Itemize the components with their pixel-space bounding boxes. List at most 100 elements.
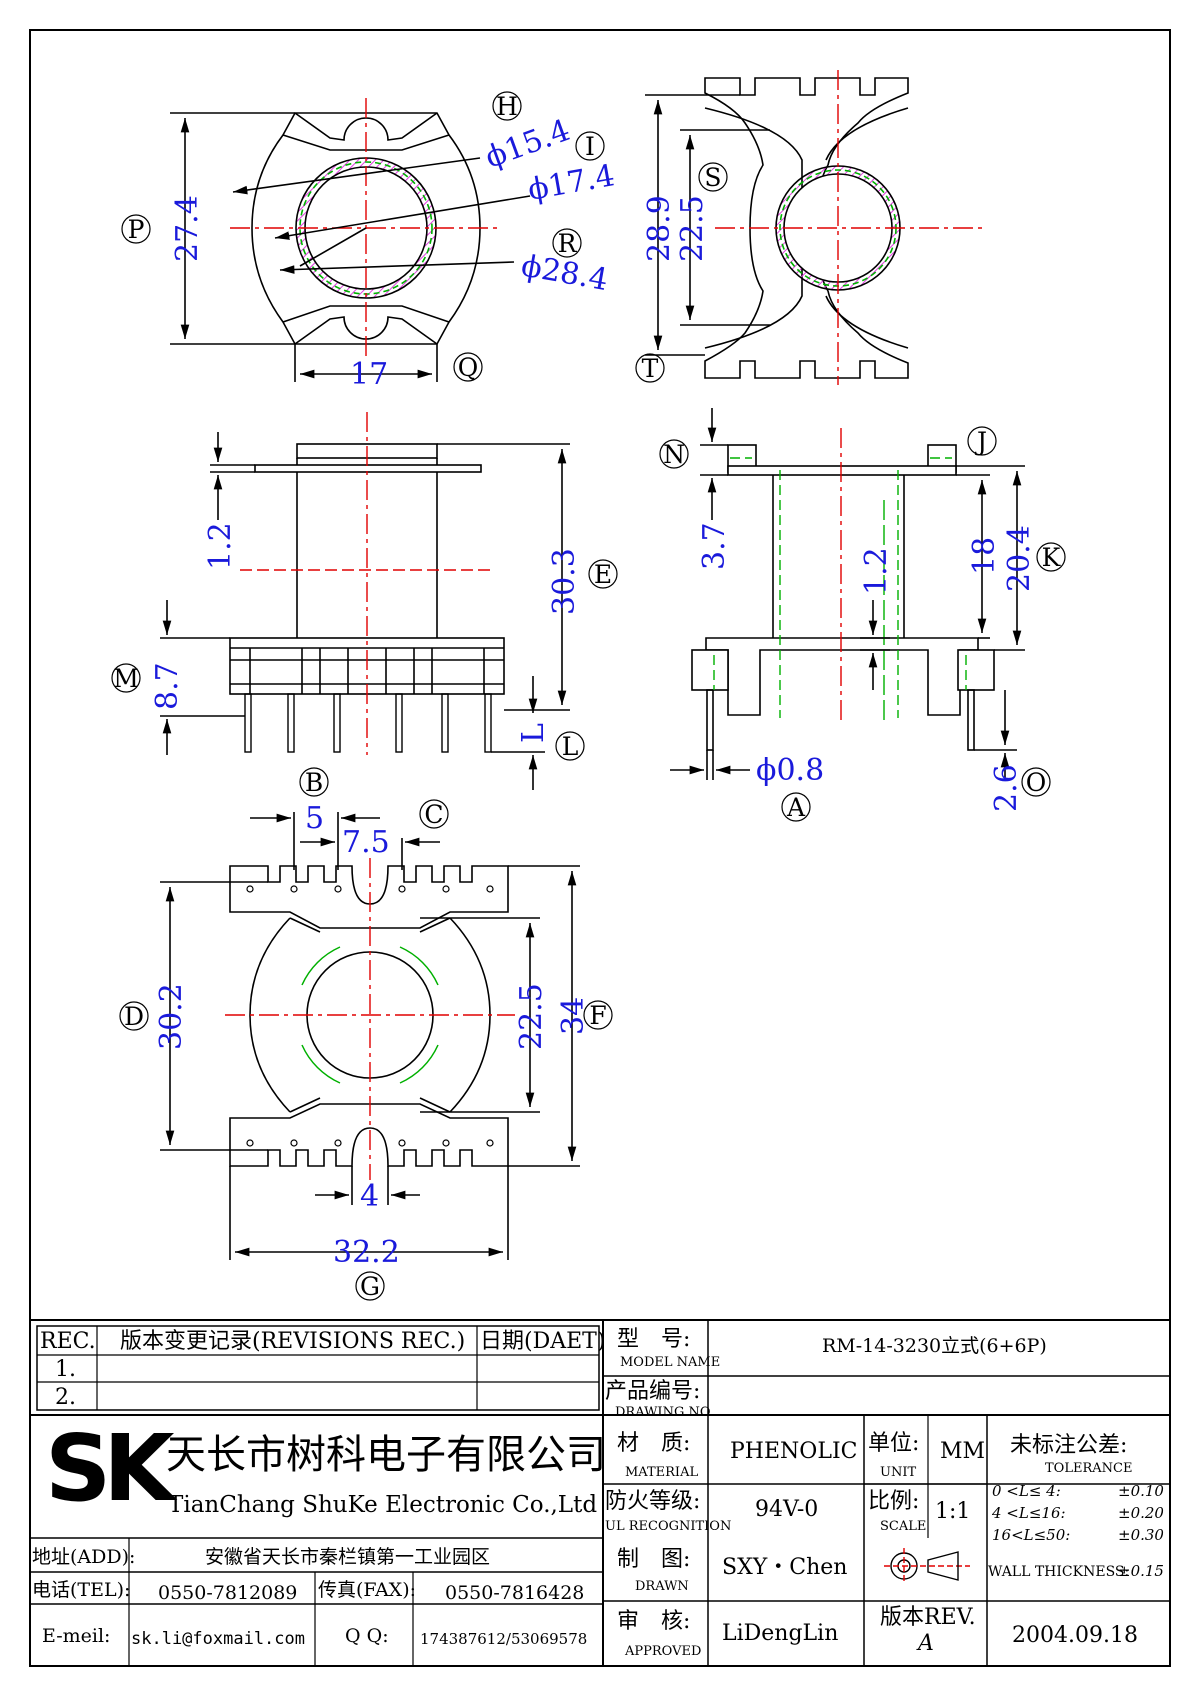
rev-row-2: 2.: [55, 1385, 76, 1410]
tolerance-cn: 未标注公差:: [1010, 1433, 1127, 1458]
dim-20-4: 20.4: [1002, 525, 1037, 592]
rev-header-date: 日期(DAET): [480, 1329, 605, 1354]
tel-label: 电话(TEL):: [32, 1579, 130, 1601]
callout-G: G: [355, 1271, 385, 1301]
dim-4: 4: [360, 1179, 379, 1214]
svg-text:B: B: [305, 768, 323, 797]
dim-34: 34: [556, 997, 591, 1035]
callout-J: J: [967, 426, 997, 456]
svg-text:N: N: [663, 440, 685, 469]
callout-Q: Q: [453, 352, 483, 382]
dim-2-6: 2.6: [989, 764, 1024, 812]
company-logo: SK: [45, 1415, 178, 1522]
svg-text:L: L: [562, 732, 579, 761]
tol-range-3: 16<L≤50:: [992, 1526, 1070, 1544]
tel-value: 0550-7812089: [158, 1582, 297, 1604]
approved-cn: 审 核:: [617, 1609, 690, 1634]
date-value: 2004.09.18: [1012, 1623, 1138, 1648]
dim-22-5-bottom: 22.5: [514, 983, 549, 1050]
rev-value: A: [916, 1631, 934, 1656]
svg-text:P: P: [128, 215, 145, 244]
tol-range-1: 0 <L≤ 4:: [992, 1482, 1061, 1500]
address-label: 地址(ADD):: [32, 1546, 135, 1568]
dim-8-7: 8.7: [150, 662, 185, 710]
qq-label: Q Q:: [345, 1625, 389, 1647]
rev-header-desc: 版本变更记录(REVISIONS REC.): [120, 1329, 465, 1354]
dim-28-9: 28.9: [642, 195, 677, 262]
svg-text:M: M: [113, 664, 139, 693]
callout-E: E: [588, 559, 618, 589]
svg-text:G: G: [360, 1272, 380, 1301]
svg-text:E: E: [594, 560, 612, 589]
dim-5: 5: [305, 801, 324, 836]
ul-en: UL RECOGNITION: [605, 1519, 731, 1534]
callout-P: P: [121, 214, 151, 244]
dim-phi-17-4: ϕ17.4: [525, 158, 617, 208]
address-value: 安徽省天长市秦栏镇第一工业园区: [205, 1546, 490, 1568]
callout-R: R: [552, 228, 582, 258]
rev-header-rec: REC.: [40, 1329, 96, 1354]
drawn-cn: 制 图:: [617, 1547, 690, 1572]
callout-K: K: [1036, 542, 1066, 572]
material-value: PHENOLIC: [730, 1439, 857, 1464]
ul-cn: 防火等级:: [605, 1489, 700, 1514]
view-top-left: [170, 98, 531, 382]
dim-22-5-top: 22.5: [675, 195, 710, 262]
view-bottom: [160, 812, 580, 1260]
title-block: [30, 1319, 1170, 1666]
svg-text:R: R: [558, 229, 578, 258]
ul-value: 94V-0: [755, 1497, 818, 1522]
svg-text:O: O: [1026, 768, 1047, 797]
dim-phi-0-8: ϕ0.8: [756, 753, 824, 788]
drawn-value: SXY・Chen: [722, 1555, 847, 1580]
tol-value-1: ±0.10: [1118, 1482, 1164, 1500]
callout-O: O: [1021, 767, 1051, 797]
callout-T: T: [635, 353, 665, 383]
fax-label: 传真(FAX):: [318, 1579, 416, 1601]
company-name-cn: 天长市树科电子有限公司: [166, 1432, 606, 1478]
model-name-cn: 型 号:: [617, 1327, 690, 1352]
material-en: MATERIAL: [625, 1465, 698, 1480]
material-cn: 材 质:: [617, 1431, 690, 1456]
svg-text:A: A: [786, 793, 806, 822]
email-label: E-meil:: [42, 1625, 110, 1647]
svg-text:I: I: [585, 132, 595, 161]
svg-text:F: F: [589, 1001, 606, 1030]
approved-value: LiDengLin: [722, 1621, 838, 1646]
svg-text:J: J: [974, 427, 987, 456]
company-name-en: TianChang ShuKe Electronic Co.,Ltd: [168, 1492, 597, 1518]
callout-B: B: [299, 767, 329, 797]
rev-label: 版本REV.: [880, 1605, 976, 1630]
callout-D: D: [119, 1001, 149, 1031]
scale-value: 1:1: [935, 1499, 970, 1524]
drawing-no-cn: 产品编号:: [605, 1379, 700, 1404]
callout-H: H: [492, 91, 522, 121]
dim-3-7: 3.7: [697, 522, 732, 570]
tol-value-3: ±0.30: [1118, 1526, 1164, 1544]
dim-27-4: 27.4: [170, 195, 205, 262]
wall-thickness-label: WALL THICKNESS:: [988, 1564, 1129, 1580]
dim-30-2: 30.2: [154, 983, 189, 1050]
model-value: RM-14-3230立式(6+6P): [822, 1335, 1047, 1357]
rev-row-1: 1.: [55, 1357, 76, 1382]
view-side-right: [670, 408, 1025, 780]
callout-A: A: [781, 792, 811, 822]
model-name-en: MODEL NAME: [620, 1355, 720, 1370]
dim-18: 18: [967, 537, 1002, 575]
svg-text:D: D: [124, 1002, 144, 1031]
scale-cn: 比例:: [868, 1489, 919, 1514]
dim-17: 17: [350, 357, 388, 392]
svg-text:K: K: [1042, 543, 1062, 572]
unit-value: MM: [940, 1439, 985, 1464]
drawing-frame: [29, 29, 1171, 1667]
unit-cn: 单位:: [868, 1431, 919, 1456]
svg-text:H: H: [496, 92, 518, 121]
projection-symbol-icon: [884, 1548, 970, 1584]
svg-text:Q: Q: [458, 353, 479, 382]
dim-7-5: 7.5: [342, 825, 390, 860]
scale-en: SCALE: [880, 1519, 926, 1534]
callout-M: M: [111, 663, 141, 693]
callout-I: I: [575, 131, 605, 161]
tolerance-en: TOLERANCE: [1045, 1461, 1132, 1476]
